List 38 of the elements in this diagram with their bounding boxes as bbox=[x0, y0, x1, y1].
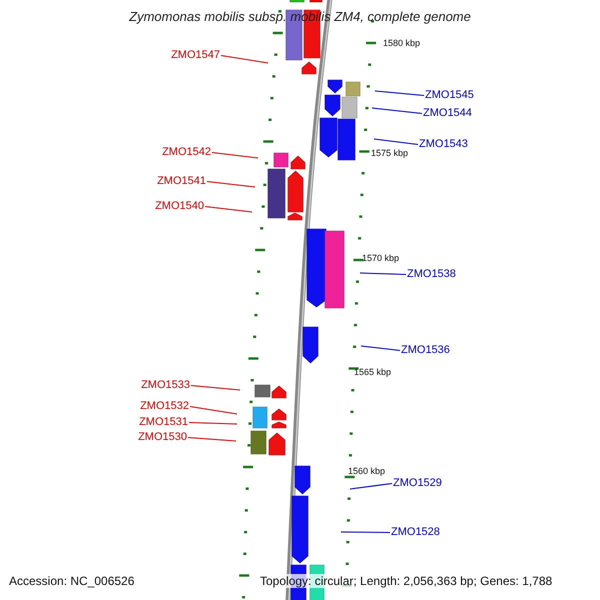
leader-line bbox=[350, 483, 392, 490]
leader-line bbox=[188, 437, 236, 442]
scale-label: 1580 kbp bbox=[383, 38, 420, 49]
leader-line bbox=[188, 422, 238, 424]
gene-label: ZMO1538 bbox=[407, 268, 456, 281]
gene-label: ZMO1544 bbox=[423, 107, 472, 120]
gene-label: ZMO1542 bbox=[162, 146, 211, 159]
gene-label: ZMO1536 bbox=[401, 344, 450, 357]
accession-text: Accession: NC_006526 bbox=[9, 574, 134, 588]
gene-label: ZMO1530 bbox=[138, 431, 187, 444]
leader-line bbox=[360, 346, 400, 351]
gene-label: ZMO1531 bbox=[139, 416, 188, 429]
gene-label: ZMO1547 bbox=[171, 49, 220, 62]
gene-label: ZMO1545 bbox=[425, 89, 474, 102]
leader-line bbox=[360, 272, 406, 275]
leader-line bbox=[190, 385, 240, 390]
gene-label: ZMO1543 bbox=[419, 138, 468, 151]
scale-label: 1575 kbp bbox=[371, 148, 408, 159]
leader-line bbox=[206, 181, 256, 188]
leader-line bbox=[372, 108, 422, 114]
gene-label: ZMO1529 bbox=[393, 477, 442, 490]
gene-label: ZMO1540 bbox=[155, 200, 204, 213]
scale-label: 1560 kbp bbox=[348, 466, 386, 477]
leader-line bbox=[340, 532, 390, 533]
leader-line bbox=[190, 406, 238, 414]
gene-label: ZMO1532 bbox=[140, 400, 189, 413]
leader-line bbox=[220, 55, 268, 64]
leader-line bbox=[374, 90, 424, 96]
title: Zymomonas mobilis subsp. mobilis ZM4, complete genome bbox=[128, 10, 472, 23]
gene-label: ZMO1528 bbox=[391, 526, 440, 539]
scale-label: 1565 kbp bbox=[354, 367, 392, 378]
leader-line bbox=[212, 152, 258, 158]
leader-line bbox=[374, 138, 418, 145]
genome-info-text: Topology: circular; Length: 2,056,363 bp; Genes: 1,788 bbox=[260, 574, 552, 588]
gene-label: ZMO1533 bbox=[141, 379, 190, 392]
gene-label: ZMO1541 bbox=[157, 175, 206, 188]
leader-line bbox=[204, 206, 252, 212]
scale-label: 1570 kbp bbox=[362, 253, 400, 264]
